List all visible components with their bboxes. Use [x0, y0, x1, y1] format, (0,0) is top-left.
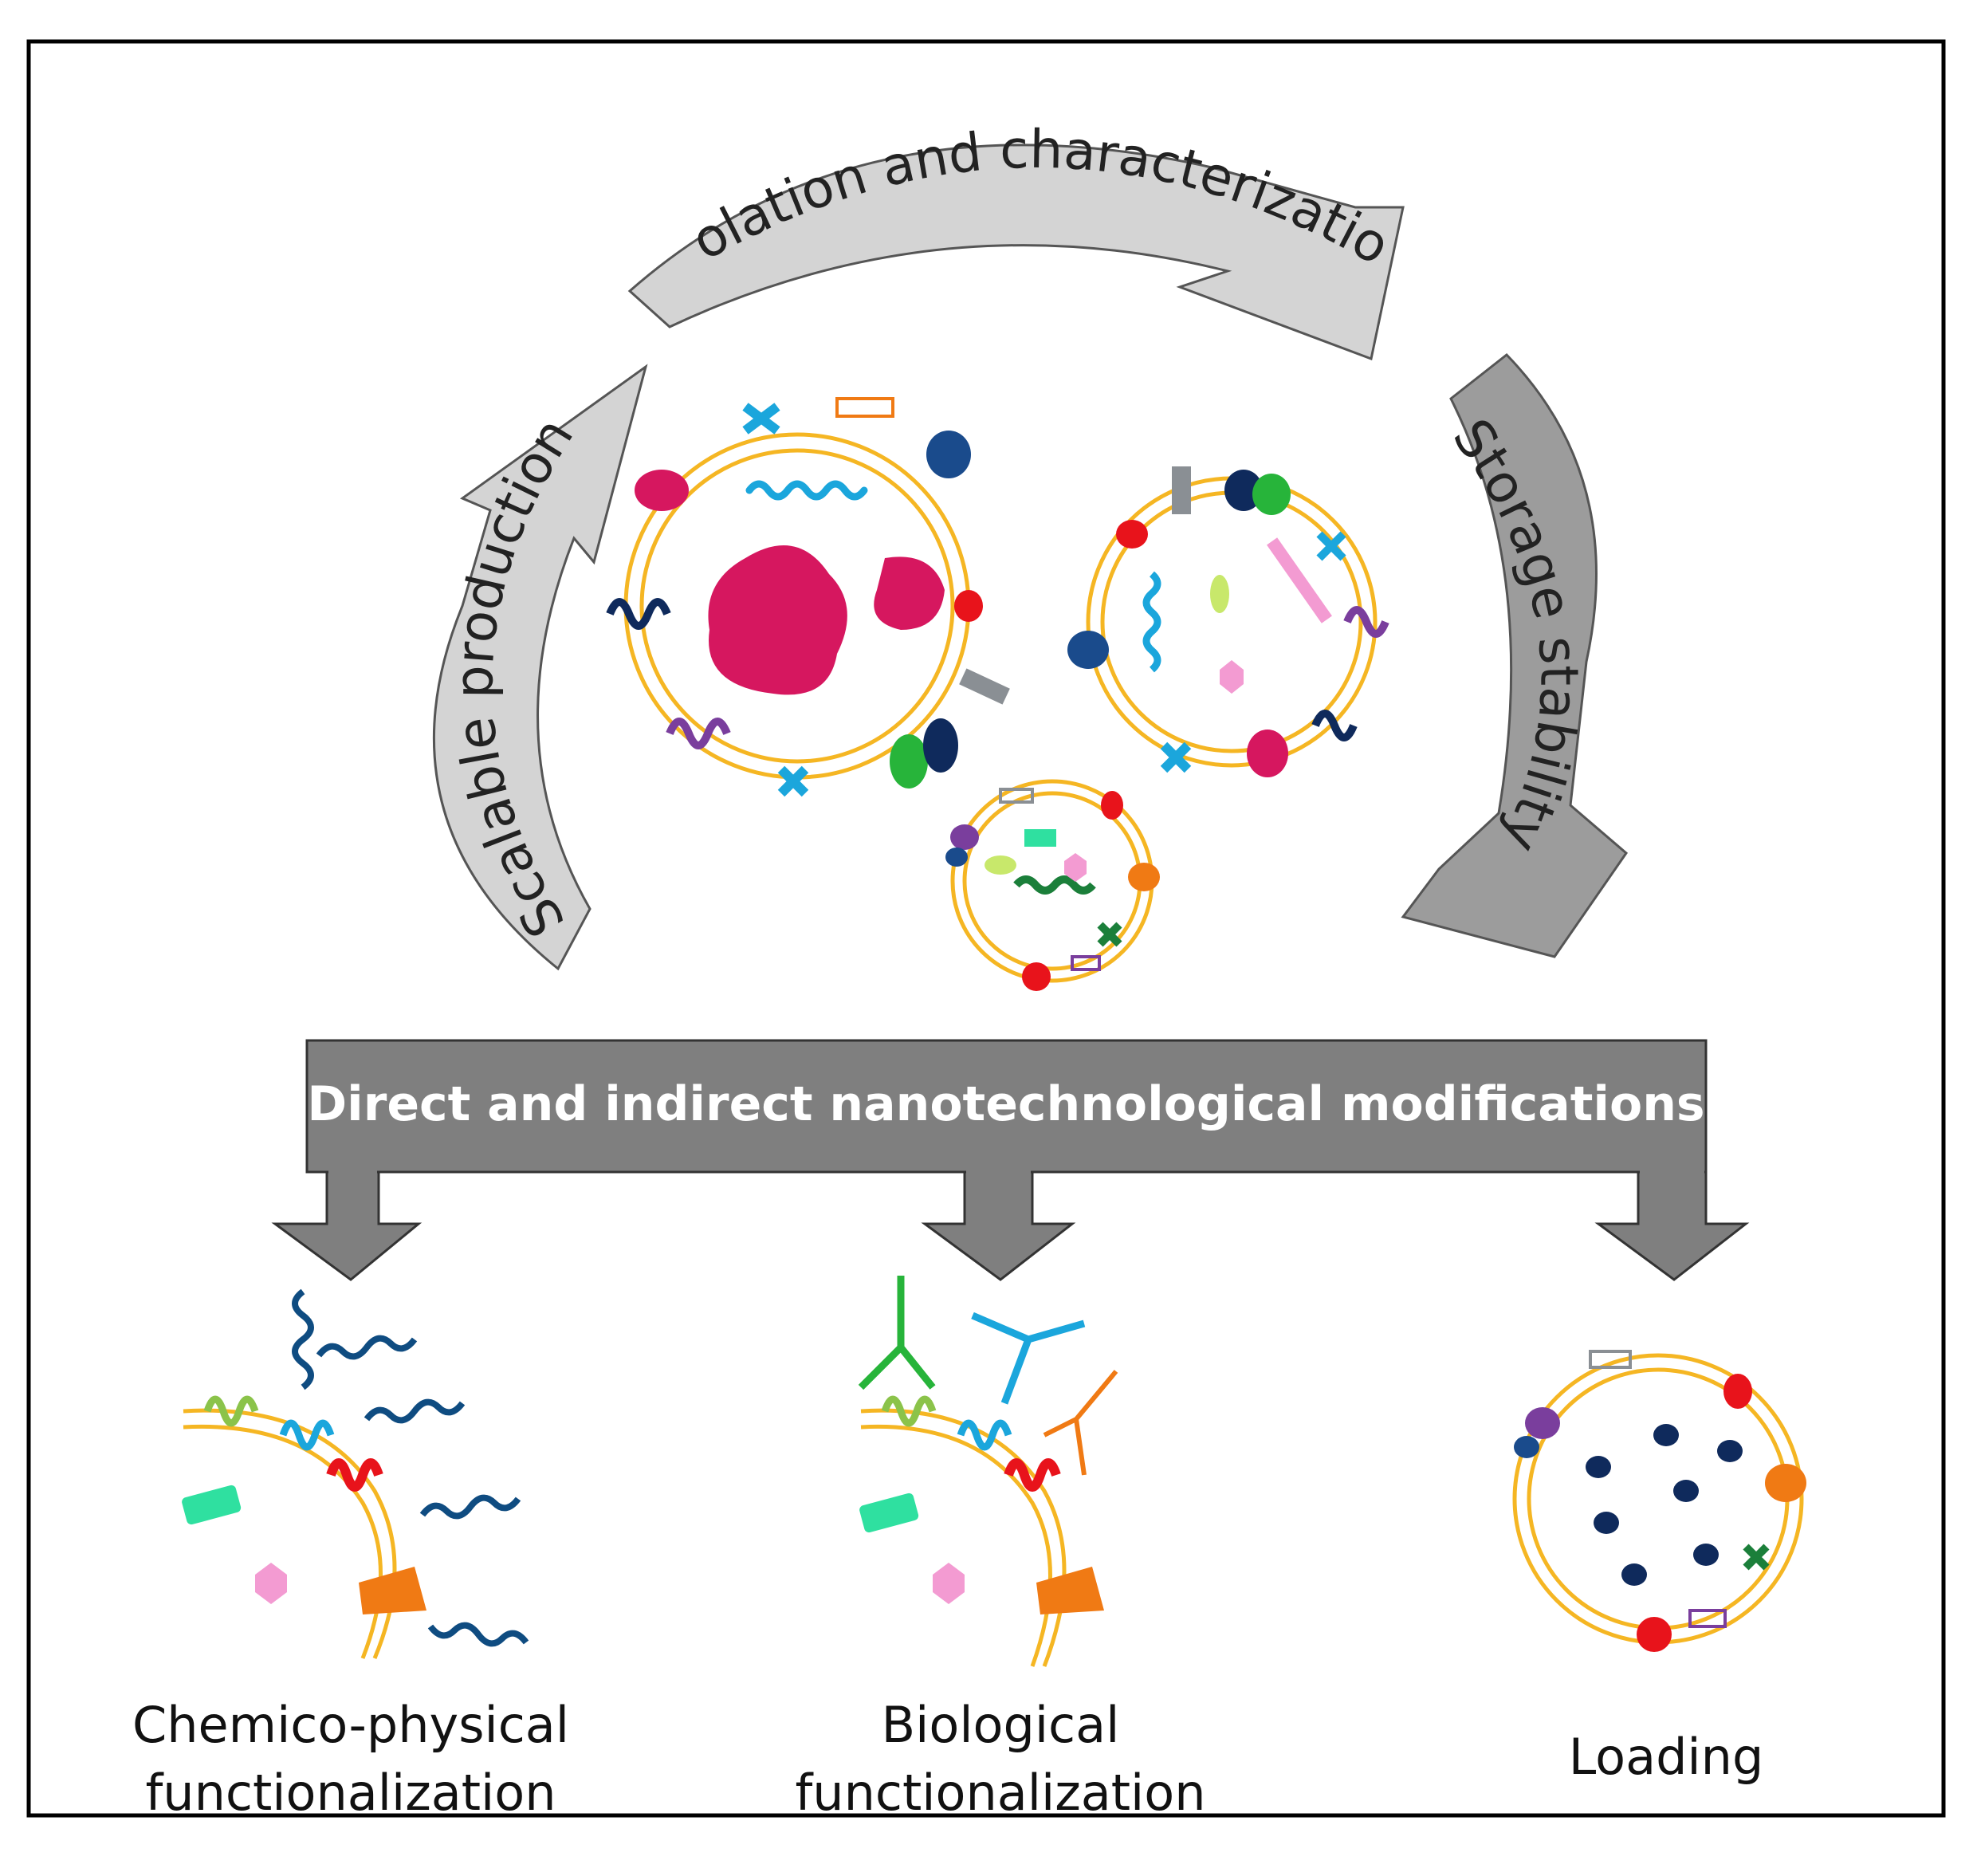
top-arrow [627, 144, 1405, 361]
drug-dot [1586, 1456, 1611, 1478]
modifications-banner: Direct and indirect nanotechnological mo… [271, 1039, 1750, 1281]
load-navy [1514, 1436, 1539, 1458]
caption-biological-line1: Biological [882, 1696, 1120, 1754]
peg-chain-1 [292, 1288, 314, 1390]
medium-protein-green [1252, 474, 1291, 515]
medium-protein-blue [1067, 631, 1109, 669]
chemico-physical-illustration [182, 1288, 529, 1659]
outer-frame [26, 39, 1946, 1818]
antibody-cyan [971, 1312, 1086, 1405]
protein-red [954, 590, 983, 622]
pink-star [255, 1563, 287, 1604]
small-navy [945, 848, 968, 867]
medium-protein-red [1116, 520, 1148, 549]
medium-cyan-x2 [1316, 531, 1346, 561]
drug-dot [1594, 1512, 1619, 1534]
small-red-top [1101, 791, 1123, 820]
medium-lime [1210, 575, 1229, 613]
load-red-top [1723, 1374, 1752, 1409]
drug-dot [1717, 1440, 1743, 1462]
caption-biological-line2: functionalization [795, 1764, 1205, 1822]
protein-purple-squiggle [666, 718, 731, 749]
load-purple-outline [1688, 1609, 1727, 1628]
bio-lime-protein [881, 1395, 937, 1427]
bio-red-protein [1004, 1458, 1061, 1492]
small-mint [1024, 829, 1056, 847]
medium-navy-squiggle [1311, 710, 1358, 741]
left-arrow [432, 364, 648, 971]
protein-navy-blob [923, 718, 958, 773]
biological-illustration [858, 1276, 1118, 1667]
banner-arrow-left [271, 1170, 423, 1281]
mint-rect [182, 1485, 242, 1525]
small-green-x [1097, 922, 1122, 947]
peg-chain-2 [316, 1335, 418, 1360]
bio-pink-star [933, 1563, 965, 1604]
caption-chemico-physical-line2: functionalization [145, 1764, 556, 1822]
load-green-x [1743, 1544, 1770, 1571]
small-cargo-blob [874, 557, 945, 630]
small-purple-outline [1071, 955, 1101, 971]
loading-illustration [1512, 1350, 1806, 1652]
protein-navy-squiggle [606, 598, 671, 630]
antibody-salmon [1043, 1370, 1118, 1476]
small-lime [985, 855, 1016, 875]
small-red-bottom [1022, 962, 1051, 991]
bio-orange-protein [1036, 1567, 1104, 1614]
protein-green [890, 734, 928, 789]
medium-pink-star [1220, 660, 1244, 694]
protein-cyan-x2 [742, 403, 780, 435]
peg-chain-4 [419, 1494, 521, 1520]
lime-protein [203, 1395, 259, 1427]
medium-protein-navy [1224, 470, 1263, 511]
banner-arrow-right [1594, 1170, 1750, 1281]
banner-label: Direct and indirect nanotechnological mo… [307, 1076, 1704, 1132]
drug-dot [1621, 1563, 1647, 1586]
small-gray-outline [999, 788, 1034, 804]
protein-magenta [635, 470, 689, 511]
right-arrow [1401, 352, 1629, 958]
large-cargo-blob [708, 545, 847, 695]
bio-cyan-protein [957, 1419, 1012, 1451]
orange-protein [359, 1567, 426, 1614]
load-orange [1765, 1464, 1806, 1502]
small-orange [1128, 863, 1160, 891]
protein-gray [959, 668, 1010, 705]
protein-orange-outline [835, 397, 894, 418]
caption-chemico-physical-line1: Chemico-physical [132, 1696, 569, 1754]
antibody-green [858, 1276, 936, 1390]
bio-mint-rect [859, 1493, 919, 1533]
cyan-protein [279, 1419, 335, 1451]
large-vesicle [606, 397, 1010, 797]
load-red-bottom [1637, 1617, 1672, 1652]
medium-vesicle [1067, 466, 1389, 777]
protein-navy-top [926, 431, 971, 478]
medium-gray [1172, 466, 1191, 514]
protein-cyan-x1 [777, 765, 809, 797]
medium-pink-rod [1267, 537, 1332, 623]
small-pink [1064, 853, 1087, 882]
drug-dot [1653, 1424, 1679, 1446]
peg-chain-3 [364, 1398, 466, 1424]
rna-squiggle [745, 480, 868, 501]
peg-chain-5 [427, 1622, 529, 1647]
small-vesicle [945, 779, 1160, 991]
medium-purple-squiggle [1343, 606, 1389, 638]
red-protein [326, 1458, 383, 1492]
medium-protein-magenta [1247, 730, 1288, 777]
medium-cyan-x [1160, 741, 1192, 773]
load-purple [1525, 1407, 1560, 1439]
small-purple [950, 824, 979, 850]
drug-dot [1693, 1544, 1719, 1566]
medium-rna [1142, 571, 1161, 673]
drug-dot [1673, 1480, 1699, 1502]
banner-arrow-middle [921, 1170, 1076, 1281]
load-gray-outline [1589, 1350, 1632, 1369]
small-green-rod [1013, 875, 1096, 895]
caption-loading: Loading [1569, 1728, 1764, 1786]
